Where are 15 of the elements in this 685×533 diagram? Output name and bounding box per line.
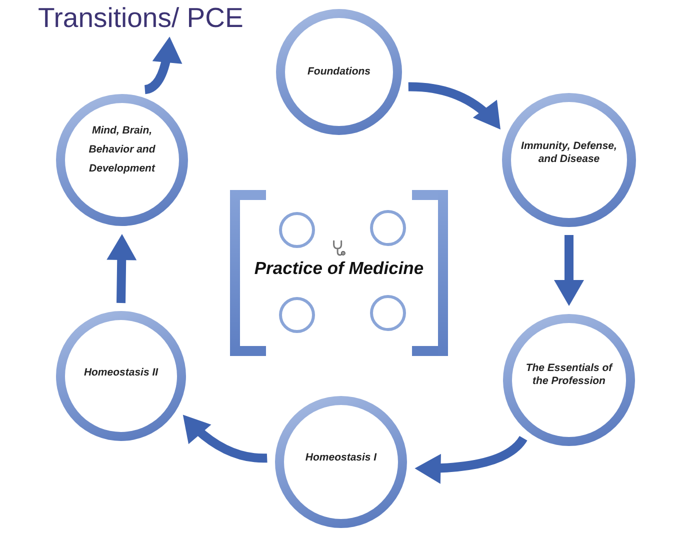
small-circle xyxy=(370,210,406,246)
arrow xyxy=(554,235,584,306)
small-circle xyxy=(370,295,406,331)
node-label: Immunity, Defense, and Disease xyxy=(520,140,618,166)
node-label: The Essentials of the Profession xyxy=(524,362,614,388)
node-label: Homeostasis II xyxy=(84,366,158,380)
arrow xyxy=(106,234,137,304)
node-label: Mind, Brain, Behavior and Development xyxy=(88,124,156,176)
small-circle xyxy=(279,212,315,248)
small-circle xyxy=(279,297,315,333)
node-label: Foundations xyxy=(308,65,370,79)
heading-text: Transitions/ PCE xyxy=(38,2,244,34)
curved-arrow xyxy=(414,436,528,484)
node-label: Homeostasis I xyxy=(305,451,377,465)
title-text: Practice of Medicine xyxy=(254,258,424,278)
